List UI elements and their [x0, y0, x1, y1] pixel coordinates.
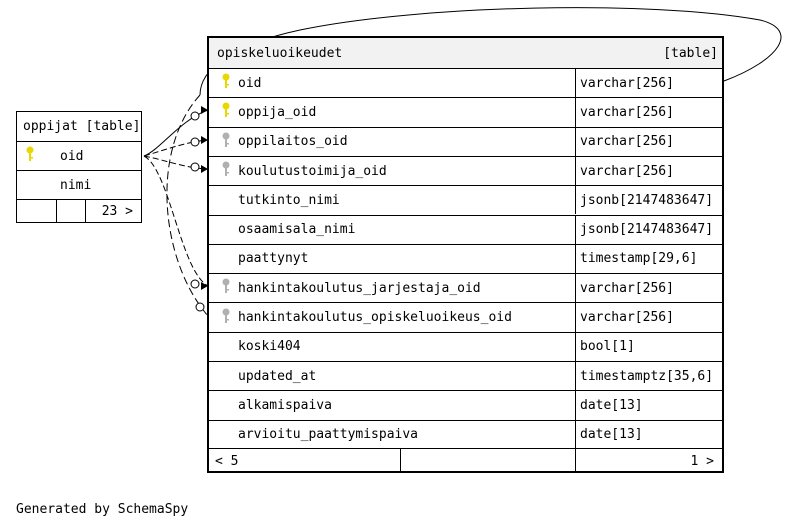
- arrowhead-koulutustoimija: [201, 165, 208, 173]
- column-row-updated-at[interactable]: updated_at timestamptz[35,6]: [209, 361, 722, 391]
- column-name: oppija_oid: [238, 104, 317, 120]
- column-type: date[13]: [580, 427, 643, 443]
- optional-marker-opiskeluoikeus: [195, 302, 205, 312]
- column-row-arvioitu-paattymispaiva[interactable]: arvioitu_paattymispaiva date[13]: [209, 419, 722, 449]
- parents-count-link[interactable]: < 5: [215, 453, 239, 469]
- children-count-link[interactable]: 23 >: [101, 204, 133, 219]
- column-type: varchar[256]: [580, 163, 674, 179]
- column-row-oid[interactable]: oid: [17, 141, 141, 170]
- column-type: jsonb[2147483647]: [580, 192, 714, 208]
- column-row-nimi[interactable]: nimi: [17, 170, 141, 199]
- column-name: osaamisala_nimi: [238, 222, 356, 238]
- table-header: opiskeluoikeudet [table]: [209, 38, 722, 68]
- column-row-koski404[interactable]: koski404 bool[1]: [209, 331, 722, 361]
- column-type: varchar[256]: [580, 310, 674, 326]
- column-row-oppija-oid[interactable]: oppija_oid varchar[256]: [209, 97, 722, 127]
- column-type: varchar[256]: [580, 75, 674, 91]
- foreign-key-icon: [221, 161, 231, 181]
- column-type: varchar[256]: [580, 134, 674, 150]
- arrowhead-oppilaitos: [201, 136, 208, 144]
- foreign-key-icon: [221, 278, 231, 298]
- column-name: alkamispaiva: [238, 397, 332, 413]
- column-row-tutkinto-nimi[interactable]: tutkinto_nimi jsonb[2147483647]: [209, 185, 722, 215]
- column-name: koulutustoimija_oid: [238, 163, 387, 179]
- link-hankintakoulutus-opiskeluoikeus: [166, 94, 209, 317]
- arrowhead-oppija: [201, 106, 208, 114]
- table-opiskeluoikeudet[interactable]: opiskeluoikeudet [table] oid varchar[256]…: [207, 36, 724, 473]
- column-row-alkamispaiva[interactable]: alkamispaiva date[13]: [209, 390, 722, 420]
- optional-marker-koulutustoimija: [190, 162, 200, 172]
- column-name: nimi: [60, 177, 92, 193]
- column-name: updated_at: [238, 368, 317, 384]
- column-type: timestamp[29,6]: [580, 251, 698, 267]
- generated-by-text: Generated by SchemaSpy: [16, 502, 189, 517]
- link-oppija-oid: [143, 109, 209, 157]
- table-type-label: [table]: [663, 45, 718, 61]
- arrowhead-jarjestaja: [201, 282, 208, 290]
- table-footer: < 5 1 >: [209, 448, 722, 473]
- column-row-oid[interactable]: oid varchar[256]: [209, 68, 722, 98]
- column-name: oid: [238, 75, 262, 91]
- table-footer: 23 >: [17, 199, 141, 223]
- column-row-paattynyt[interactable]: paattynyt timestamp[29,6]: [209, 243, 722, 274]
- table-header: oppijat [table]: [17, 112, 141, 141]
- column-name: oid: [60, 148, 84, 164]
- primary-key-icon: [221, 73, 231, 93]
- column-name: tutkinto_nimi: [238, 192, 340, 208]
- table-title: opiskeluoikeudet: [217, 45, 343, 61]
- column-name: oppilaitos_oid: [238, 134, 348, 150]
- column-type: jsonb[2147483647]: [580, 222, 714, 238]
- column-row-hankintakoulutus-opiskeluoikeus-oid[interactable]: hankintakoulutus_opiskeluoikeus_oid varch…: [209, 302, 722, 332]
- column-name: koski404: [238, 339, 301, 355]
- children-count-link[interactable]: 1 >: [690, 453, 714, 469]
- table-oppijat[interactable]: oppijat [table] oid nimi 23 >: [16, 111, 142, 223]
- column-row-oppilaitos-oid[interactable]: oppilaitos_oid varchar[256]: [209, 126, 722, 156]
- foreign-key-icon: [221, 132, 231, 152]
- column-row-hankintakoulutus-jarjestaja-oid[interactable]: hankintakoulutus_jarjestaja_oid varchar[2…: [209, 273, 722, 303]
- column-type: varchar[256]: [580, 280, 674, 296]
- column-name: hankintakoulutus_jarjestaja_oid: [238, 280, 481, 296]
- column-type: varchar[256]: [580, 104, 674, 120]
- column-name: paattynyt: [238, 251, 309, 267]
- column-name: arvioitu_paattymispaiva: [238, 427, 419, 443]
- foreign-key-icon: [221, 308, 231, 328]
- column-type: timestamptz[35,6]: [580, 368, 714, 384]
- column-name: hankintakoulutus_opiskeluoikeus_oid: [238, 310, 512, 326]
- primary-key-icon: [221, 102, 231, 122]
- column-row-koulutustoimija-oid[interactable]: koulutustoimija_oid varchar[256]: [209, 155, 722, 186]
- primary-key-icon: [25, 146, 35, 166]
- column-type: date[13]: [580, 397, 643, 413]
- optional-marker-jarjestaja: [190, 279, 200, 289]
- column-type: bool[1]: [580, 339, 635, 355]
- link-hankintakoulutus-jarjestaja: [143, 155, 209, 287]
- table-title: oppijat [table]: [23, 119, 141, 134]
- optional-marker-oppilaitos: [190, 137, 200, 147]
- column-row-osaamisala-nimi[interactable]: osaamisala_nimi jsonb[2147483647]: [209, 214, 722, 244]
- optional-marker-oppija: [190, 111, 200, 121]
